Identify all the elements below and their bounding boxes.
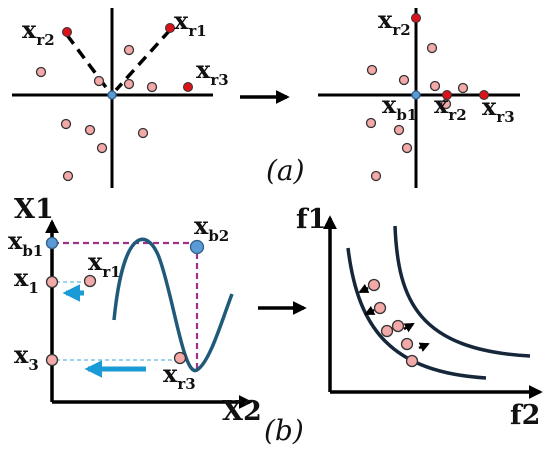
label-xr2-top: xr2: [378, 5, 411, 39]
dashed-line-xr1: [114, 28, 172, 92]
move-arrow: [418, 342, 430, 352]
label-xr3: xr3: [196, 55, 229, 89]
point: [370, 170, 382, 182]
front-curve-outer: [393, 225, 531, 358]
point: [123, 78, 135, 90]
point: [366, 64, 378, 76]
panel-a-right: xr2 xb1 xr2 xr3: [318, 5, 520, 188]
point: [391, 319, 405, 333]
point: [401, 142, 413, 154]
label-xr2: xr2: [434, 90, 467, 124]
axis-label-f2: f2: [510, 400, 540, 431]
label-xr3: xr3: [163, 359, 196, 393]
point: [137, 127, 149, 139]
point: [373, 301, 387, 315]
point: [84, 124, 96, 136]
origin-point-xb1: [411, 90, 421, 100]
caption-b: (b): [264, 414, 304, 447]
label-x3: x3: [14, 340, 39, 374]
label-xr3: xr3: [482, 92, 515, 126]
point-x3: [45, 353, 59, 367]
label-xb1: xb1: [382, 90, 417, 124]
label-xb2: xb2: [194, 211, 229, 245]
axis-label-x1: X1: [14, 194, 54, 225]
point: [96, 142, 108, 154]
point: [405, 354, 419, 368]
point: [60, 118, 72, 130]
sine-curve: [112, 237, 234, 373]
point: [123, 44, 135, 56]
point-xr1: [165, 23, 175, 33]
label-xr1: xr1: [88, 247, 121, 281]
point: [62, 170, 74, 182]
point: [380, 324, 394, 338]
point-xr3: [173, 351, 187, 365]
point: [429, 80, 441, 92]
point: [93, 75, 105, 87]
label-xr1: xr1: [174, 6, 207, 40]
point-x1: [45, 275, 59, 289]
point: [457, 82, 469, 94]
move-arrow: [358, 283, 370, 294]
point-xr1: [83, 274, 97, 288]
move-arrow: [403, 322, 415, 333]
point-xr2-top: [411, 13, 421, 23]
point-xb2: [189, 239, 205, 255]
point: [365, 117, 377, 129]
point-xr2: [442, 90, 452, 100]
point: [393, 124, 405, 136]
point-xb1: [45, 236, 59, 250]
point: [398, 74, 410, 86]
move-arrow: [364, 305, 376, 316]
origin-point: [107, 90, 117, 100]
point: [146, 81, 158, 93]
panel-b: X1 X2 xb1 x1 x3 xr1 xr3 xb2: [8, 194, 262, 427]
point: [426, 42, 438, 54]
label-xb1: xb1: [8, 226, 43, 260]
point-xr3: [479, 90, 489, 100]
label-x1: x1: [14, 263, 39, 297]
label-xr2: xr2: [22, 15, 55, 49]
axis-label-x2: X2: [222, 396, 262, 427]
point: [400, 337, 414, 351]
point: [367, 278, 381, 292]
caption-a: (a): [266, 154, 305, 187]
axis-label-f1: f1: [296, 204, 326, 235]
front-curve-inner: [346, 247, 487, 380]
panel-objective: f1 f2: [296, 204, 543, 431]
point-xr2: [62, 27, 72, 37]
point: [35, 66, 47, 78]
point-xr3: [183, 82, 193, 92]
panel-a-left: xr2 xr1 xr3: [12, 6, 229, 188]
